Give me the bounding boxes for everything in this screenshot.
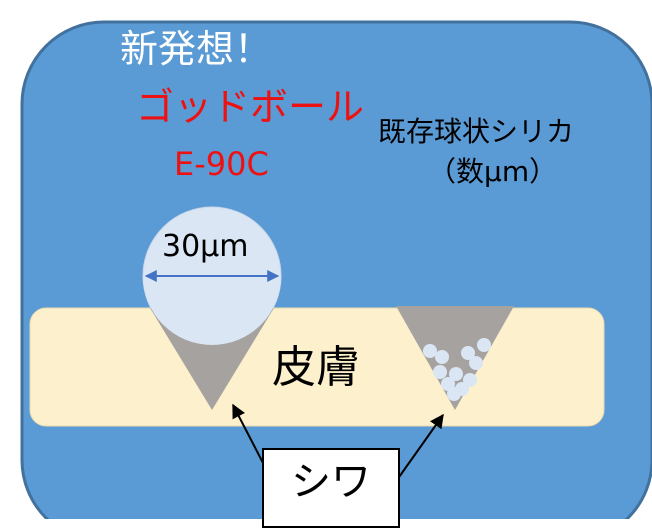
existing-silica-particles	[423, 338, 491, 401]
ball-size-label: 30µm	[162, 229, 249, 264]
existing-silica-label: 既存球状シリカ	[378, 115, 575, 148]
product-code-text: E-90C	[174, 145, 269, 183]
existing-silica-size: （数µm）	[428, 155, 558, 188]
wrinkle-label: シワ	[291, 459, 371, 505]
wrinkle-groove-right	[396, 306, 514, 410]
arrow-to-right-wrinkle	[391, 413, 444, 488]
headline-text: 新発想！	[120, 27, 273, 71]
wrinkle-label-box: シワ	[262, 448, 400, 528]
skin-label: 皮膚	[272, 342, 360, 393]
product-ball-overlap	[143, 276, 281, 345]
product-name-text: ゴッドボール	[136, 85, 365, 129]
